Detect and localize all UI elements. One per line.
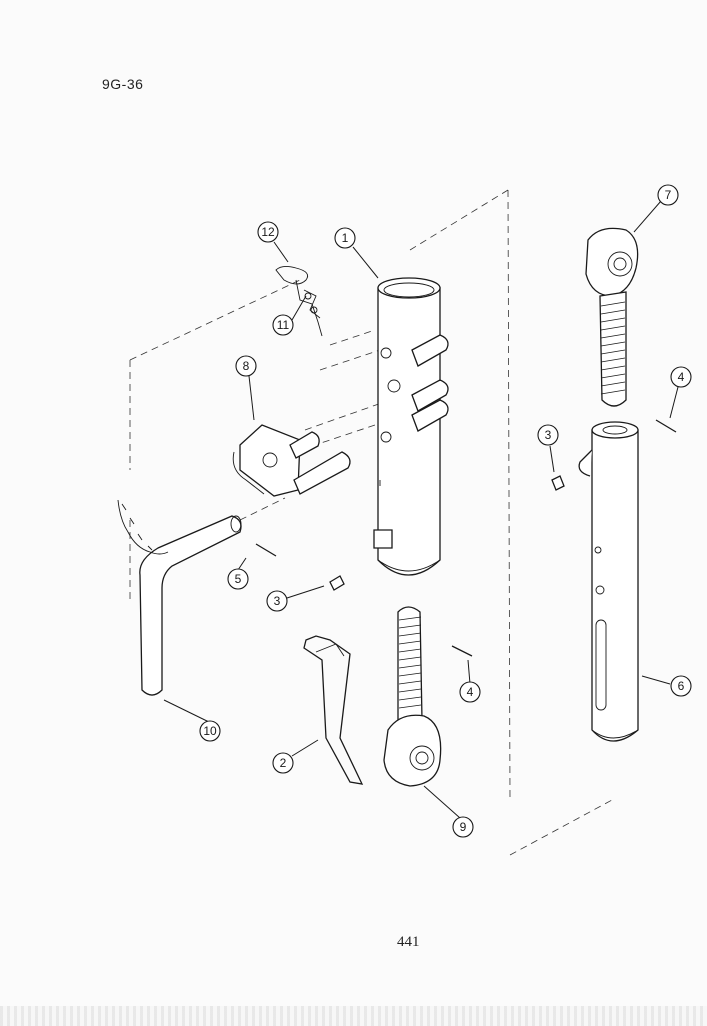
callout-4-upper-label: 4 [678, 370, 685, 384]
page-number: 441 [397, 934, 420, 950]
bent-pin-part [117, 499, 242, 696]
rod-threads [398, 616, 422, 709]
callout-10-label: 10 [203, 724, 217, 738]
callout-4-upper: 4 [670, 366, 692, 388]
pin-lower-part [451, 645, 473, 657]
callout-8-label: 8 [243, 359, 250, 373]
leader-lines [163, 200, 679, 819]
grease-nipple-left-part [329, 575, 345, 591]
callout-2: 2 [272, 752, 294, 774]
callout-6: 6 [670, 675, 692, 697]
callout-4-lower-label: 4 [467, 685, 474, 699]
callout-8: 8 [235, 355, 257, 377]
small-pin-part [255, 543, 277, 557]
grease-nipple-right-part [551, 475, 565, 491]
callout-9: 9 [452, 816, 474, 838]
callout-4-lower: 4 [459, 681, 481, 703]
callout-10: 10 [199, 720, 221, 742]
callout-3-right: 3 [537, 424, 559, 446]
callout-12-label: 12 [261, 225, 275, 239]
main-tube-part [373, 277, 449, 576]
callout-7-label: 7 [665, 188, 672, 202]
callout-9-label: 9 [460, 820, 467, 834]
callout-3-left: 3 [266, 590, 288, 612]
callout-12: 12 [257, 221, 279, 243]
assembly-outline [129, 189, 613, 856]
callout-11-label: 11 [277, 318, 290, 332]
lower-tube-part [578, 421, 639, 742]
callout-3-left-label: 3 [274, 594, 281, 608]
chain-clip-part [275, 265, 323, 337]
top-rod-threads [600, 301, 626, 395]
callout-1-label: 1 [342, 231, 349, 245]
callout-5-label: 5 [235, 572, 242, 586]
callout-6-label: 6 [678, 679, 685, 693]
callout-3-right-label: 3 [545, 428, 552, 442]
callout-5: 5 [227, 568, 249, 590]
u-bracket-part [232, 424, 351, 497]
callout-2-label: 2 [280, 756, 287, 770]
scan-edge [0, 1006, 707, 1026]
callout-1: 1 [334, 227, 356, 249]
wire-clip-part [303, 635, 364, 785]
section-code: 9G-36 [102, 76, 144, 92]
top-rod-end-part [585, 227, 639, 407]
pin-upper-part [655, 419, 677, 433]
callout-11: 11 [272, 314, 294, 336]
threaded-rod-end-part [383, 606, 442, 787]
callout-7: 7 [657, 184, 679, 206]
